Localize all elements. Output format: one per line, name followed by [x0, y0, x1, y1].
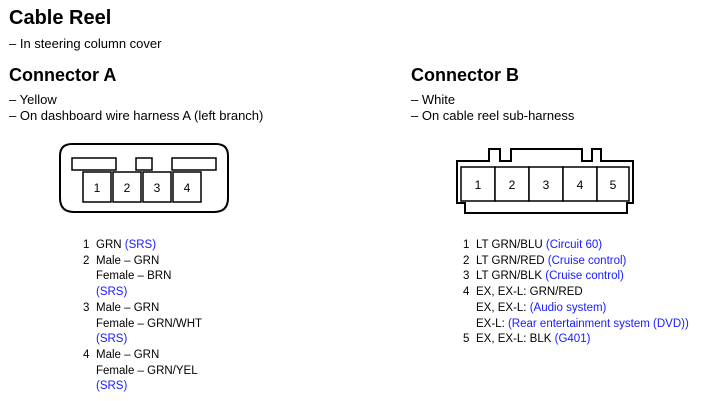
pin-row: 4 EX, EX-L: GRN/RED EX, EX-L: (Audio syste…: [463, 285, 689, 332]
connector-a-cavity-label-3: 3: [154, 181, 161, 195]
connector-a-cavity-1: [82, 171, 112, 203]
connector-b-cavity-label-4: 4: [577, 178, 584, 192]
pin-circuit-link: (Cruise control): [545, 270, 624, 283]
pin-row: 3 Male – GRN Female – GRN/WHT (SRS): [83, 301, 202, 348]
pin-wire-text: LT GRN/BLK: [476, 270, 546, 283]
pin-line: GRN (SRS): [96, 238, 156, 254]
pin-row: 4 Male – GRN Female – GRN/YEL (SRS): [83, 348, 202, 395]
connector-b-cavity-label-2: 2: [509, 178, 516, 192]
page-subtitle: – In steering column cover: [9, 36, 162, 51]
pin-wire-text: Male – GRN: [96, 301, 160, 314]
connector-b-pin-list: 1 LT GRN/BLU (Circuit 60) 2 LT GRN/RED (Cru…: [463, 238, 689, 348]
pin-line: (SRS): [96, 379, 198, 395]
pin-wire-text: LT GRN/BLU: [476, 239, 546, 251]
connector-a-diagram: 1 2 3 4: [59, 143, 229, 213]
pin-line: (SRS): [96, 285, 171, 301]
pin-line: LT GRN/RED (Cruise control): [476, 254, 626, 270]
connector-b-heading: Connector B: [411, 65, 519, 85]
connector-b-note-color: – White: [411, 92, 456, 107]
pin-number: 4: [83, 348, 90, 361]
pin-line: EX-L: (Rear entertainment system (DVD)): [476, 317, 689, 333]
connector-b-cavity-label-1: 1: [475, 178, 482, 192]
connector-a-cavity-4: [172, 171, 202, 203]
pin-line: EX, EX-L: GRN/RED: [476, 285, 689, 301]
connector-a-note-color: – Yellow: [9, 92, 57, 107]
pin-wire-text: Male – GRN: [96, 348, 160, 361]
connector-b-note-location: – On cable reel sub-harness: [411, 108, 575, 123]
pin-wire-text: LT GRN/RED: [476, 254, 548, 267]
connector-a-note-location: – On dashboard wire harness A (left bran…: [9, 108, 264, 123]
pin-line: Male – GRN: [96, 254, 171, 270]
connector-a-cavity-label-2: 2: [124, 181, 131, 195]
pin-row: 1 GRN (SRS): [83, 238, 202, 254]
pin-wire-text: EX-L:: [476, 317, 508, 330]
pin-circuit-link: (SRS): [124, 239, 157, 251]
connector-a-latch-left: [71, 157, 117, 171]
connector-a-cavity-label-1: 1: [94, 181, 101, 195]
connector-a-latch-center: [135, 157, 153, 171]
pin-circuit-link: (Rear entertainment system (DVD)): [507, 317, 689, 330]
connector-a-cavity-3: [142, 171, 172, 203]
pin-line: LT GRN/BLU (Circuit 60): [476, 238, 602, 254]
connector-b-cavity-label-3: 3: [543, 178, 550, 192]
pin-wire-text: Female – BRN: [96, 270, 172, 283]
pin-circuit-link: (G401): [554, 333, 591, 346]
pin-row: 2 LT GRN/RED (Cruise control): [463, 254, 689, 270]
pin-circuit-link: (SRS): [96, 380, 128, 393]
connector-a-latch-right: [171, 157, 217, 171]
pin-row: 1 LT GRN/BLU (Circuit 60): [463, 238, 689, 254]
pin-wire-text: Female – GRN/WHT: [96, 317, 203, 330]
pin-line: Female – GRN/WHT: [96, 317, 202, 333]
pin-wire-text: EX, EX-L: GRN/RED: [476, 286, 583, 299]
pin-circuit-link: (Circuit 60): [545, 239, 603, 251]
pin-circuit-link: (SRS): [96, 286, 128, 299]
connector-a-cavity-label-4: 4: [184, 181, 191, 195]
pin-number: 1: [463, 239, 470, 251]
pin-circuit-link: (Audio system): [529, 301, 607, 314]
pin-wire-text: EX, EX-L:: [476, 301, 530, 314]
connector-b-cavity-4: [562, 166, 598, 202]
pin-line: LT GRN/BLK (Cruise control): [476, 269, 624, 285]
pin-line: Male – GRN: [96, 301, 202, 317]
pin-number: 4: [463, 286, 470, 299]
pin-line: EX, EX-L: (Audio system): [476, 301, 689, 317]
connector-b-cavity-5: [596, 166, 630, 202]
pin-row: 3 LT GRN/BLK (Cruise control): [463, 269, 689, 285]
pin-number: 3: [463, 270, 470, 283]
pin-circuit-link: (Cruise control): [547, 254, 627, 267]
pin-line: Female – BRN: [96, 269, 171, 285]
pin-row: 5 EX, EX-L: BLK (G401): [463, 332, 689, 348]
connector-a-heading: Connector A: [9, 65, 117, 85]
pin-line: (SRS): [96, 332, 202, 348]
connector-b-cavity-label-5: 5: [610, 178, 617, 192]
pin-wire-text: GRN: [96, 239, 125, 251]
pin-wire-text: EX, EX-L: BLK: [476, 333, 555, 346]
pin-number: 1: [83, 239, 90, 251]
pin-number: 2: [463, 254, 470, 267]
pin-number: 2: [83, 254, 90, 267]
pin-wire-text: Male – GRN: [96, 254, 160, 267]
page-title: Cable Reel: [9, 7, 112, 29]
pin-line: EX, EX-L: BLK (G401): [476, 332, 590, 348]
pin-row: 2 Male – GRN Female – BRN (SRS): [83, 254, 202, 301]
pin-line: Female – GRN/YEL: [96, 364, 198, 380]
pin-number: 3: [83, 301, 90, 314]
pin-wire-text: Female – GRN/YEL: [96, 364, 198, 377]
connector-a-cavity-2: [112, 171, 142, 203]
pin-circuit-link: (SRS): [96, 333, 128, 346]
pin-line: Male – GRN: [96, 348, 198, 364]
pin-number: 5: [463, 333, 470, 346]
connector-b-diagram: 1 2 3 4 5: [456, 148, 634, 214]
